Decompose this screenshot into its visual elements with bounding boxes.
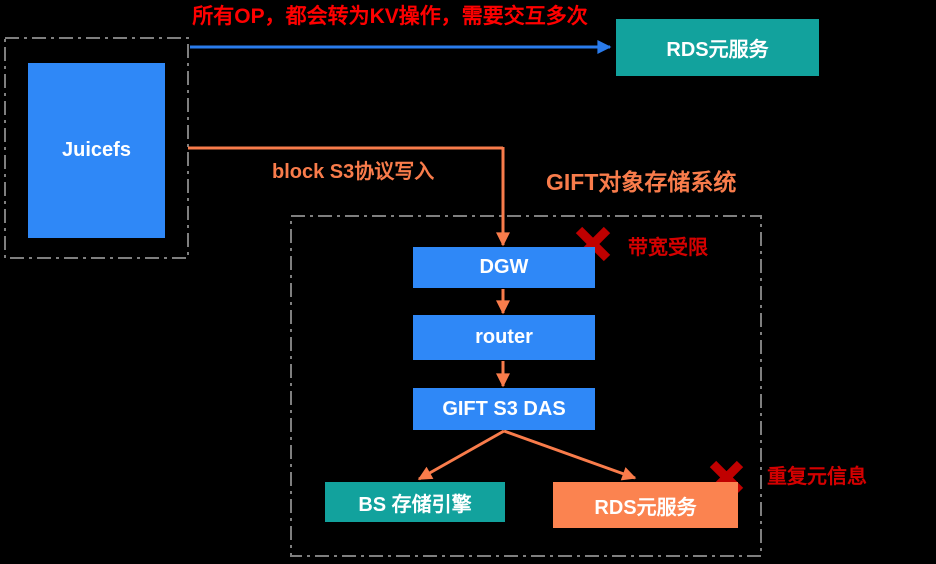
issue-duplicate-meta-label: 重复元信息: [767, 466, 867, 488]
gift-group-border: [290, 215, 762, 557]
node-bs-storage-engine: BS 存储引擎: [325, 482, 505, 522]
node-dgw: DGW: [413, 247, 595, 288]
gift-group-label: GIFT对象存储系统: [546, 169, 737, 195]
juicefs-group-border: [4, 37, 189, 259]
edge-gift-s3-das-to-rds-meta: [503, 429, 637, 481]
top-note: 所有OP，都会转为KV操作，需要交互多次: [192, 5, 588, 28]
node-gift-s3-das: GIFT S3 DAS: [413, 388, 595, 430]
node-rds-meta-external: RDS元服务: [616, 19, 819, 76]
edge-label-block-s3: block S3协议写入: [272, 161, 435, 183]
edge-gift-s3-das-to-bs-engine: [417, 429, 505, 481]
node-rds-meta-internal: RDS元服务: [553, 482, 738, 528]
issue-bandwidth-label: 带宽受限: [628, 237, 708, 259]
node-juicefs: Juicefs: [28, 63, 165, 238]
node-router: router: [413, 315, 595, 360]
